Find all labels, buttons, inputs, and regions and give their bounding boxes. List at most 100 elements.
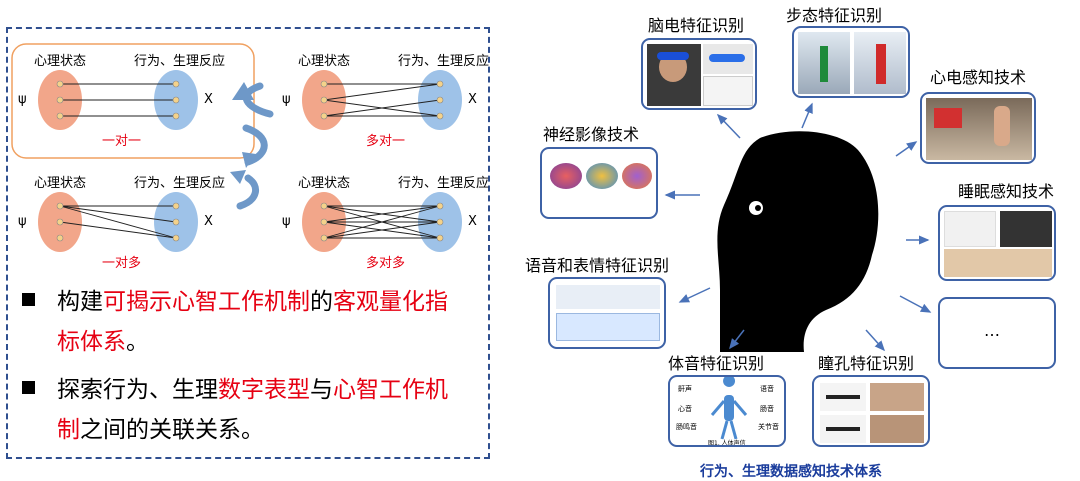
bullet-square-icon: [22, 381, 35, 394]
pupil-photo-2: [870, 415, 924, 443]
body-sound-caption: 图1. 人体声信: [708, 439, 746, 447]
source-label: 心理状态: [34, 54, 87, 69]
response-node: [436, 202, 444, 210]
target-label: 行为、生理反应: [134, 54, 226, 69]
state-node: [56, 218, 64, 226]
state-node: [56, 96, 64, 104]
mapping-line: [59, 205, 177, 239]
speech-label: 语音和表情特征识别: [525, 256, 670, 275]
bullet-2: 探索行为、生理数字表型与心智工作机: [22, 370, 448, 404]
bullet-1-cont: 标体系。: [57, 322, 149, 356]
speech-box: [548, 277, 666, 349]
mapping-diagram: [11, 43, 462, 252]
psi-symbol: ψ: [282, 214, 291, 229]
response-node: [436, 218, 444, 226]
sleep-device: [944, 211, 996, 247]
bullet-text: 。: [126, 329, 149, 355]
gait-photo-2: [854, 32, 906, 94]
highlight-text: 心智工作机: [333, 377, 448, 403]
curved-arrow-2-head: [242, 152, 256, 168]
mapping-line: [59, 205, 177, 223]
more-ellipsis: …: [984, 321, 1000, 340]
bullet-1: 构建可揭示心智工作机制的客观量化指: [22, 282, 448, 316]
response-node: [436, 96, 444, 104]
sleep-tablet: [1000, 211, 1052, 247]
ecg-box: [920, 92, 1036, 164]
speech-wave: [556, 285, 660, 309]
neuro-label: 神经影像技术: [543, 125, 640, 144]
bullet-text: 的: [310, 289, 333, 315]
speech-model: [556, 313, 660, 341]
curved-arrow-3: [236, 174, 259, 210]
eeg-box: [641, 38, 757, 110]
bullet-text: 与: [310, 377, 333, 403]
response-node: [172, 202, 180, 210]
more-box: …: [938, 297, 1056, 369]
system-caption: 行为、生理数据感知技术体系: [700, 464, 882, 480]
x-symbol: X: [468, 92, 477, 107]
state-node: [320, 218, 328, 226]
mapping-line: [323, 99, 441, 117]
mapping-caption: 多对一: [366, 134, 406, 149]
mapping-caption: 一对多: [102, 256, 142, 271]
eeg-photo: [647, 44, 701, 106]
target-label: 行为、生理反应: [398, 54, 490, 69]
bullet-square-icon: [22, 293, 35, 306]
brain-image-1: [550, 163, 582, 189]
mapping-line: [323, 83, 441, 101]
body-sound-label: 体音特征识别: [668, 354, 765, 373]
mapping-line: [323, 205, 441, 223]
curved-arrow-1-head: [232, 82, 254, 100]
eye-tracker-device-2: [820, 415, 866, 443]
mapping-line: [59, 221, 177, 239]
one-to-one-frame: [11, 43, 255, 159]
body-sound-tag: 语音: [760, 384, 774, 393]
bullet-text: 之间的关联关系。: [80, 417, 264, 443]
highlight-text: 标体系: [57, 329, 126, 355]
eeg-screen: [703, 76, 753, 106]
highlight-text: 可揭示心智工作机制: [103, 289, 310, 315]
curved-arrow-3-head: [230, 170, 246, 184]
state-node: [56, 202, 64, 210]
sleep-photo: [944, 249, 1052, 277]
body-sound-tag: 肠鸣音: [676, 422, 697, 431]
response-node: [172, 80, 180, 88]
body-sound-figure: 鼾声 语音 心音 肠音 肠鸣音 关节音 图1. 人体声信: [676, 377, 779, 447]
gait-box: [792, 26, 910, 98]
sleep-box: [938, 205, 1056, 281]
brain-image-2: [586, 163, 618, 189]
curved-arrow-2: [242, 124, 268, 166]
state-node: [320, 202, 328, 210]
ecg-label: 心电感知技术: [930, 68, 1027, 87]
psi-symbol: ψ: [18, 214, 27, 229]
brain-image-3: [622, 163, 652, 189]
state-node: [56, 234, 64, 242]
pupil-box: [812, 375, 930, 447]
response-node: [172, 218, 180, 226]
arrows: [664, 102, 932, 352]
response-node: [436, 234, 444, 242]
source-label: 心理状态: [34, 176, 87, 191]
mapping-caption: 多对多: [366, 256, 406, 271]
head-silhouette-icon: [717, 131, 879, 352]
eeg-device: [703, 44, 753, 74]
sleep-label: 睡眠感知技术: [958, 182, 1055, 201]
ecg-photo: [926, 98, 1032, 160]
target-label: 行为、生理反应: [398, 176, 490, 191]
body-sound-tag: 肠音: [760, 404, 774, 413]
psi-symbol: ψ: [282, 92, 291, 107]
response-node: [172, 96, 180, 104]
eye-tracker-device: [820, 383, 866, 411]
source-label: 心理状态: [298, 176, 351, 191]
left-panel: [6, 27, 490, 459]
highlight-text: 制: [57, 417, 80, 443]
highlight-text: 客观量化指: [333, 289, 448, 315]
target-label: 行为、生理反应: [134, 176, 226, 191]
state-node: [320, 112, 328, 120]
bullet-text: 探索行为、生理: [57, 377, 218, 403]
response-node: [172, 234, 180, 242]
mapping-line: [323, 221, 441, 239]
bullet-2-cont: 制之间的关联关系。: [57, 410, 264, 444]
mapping-caption: 一对一: [102, 134, 142, 149]
x-symbol: X: [468, 214, 477, 229]
